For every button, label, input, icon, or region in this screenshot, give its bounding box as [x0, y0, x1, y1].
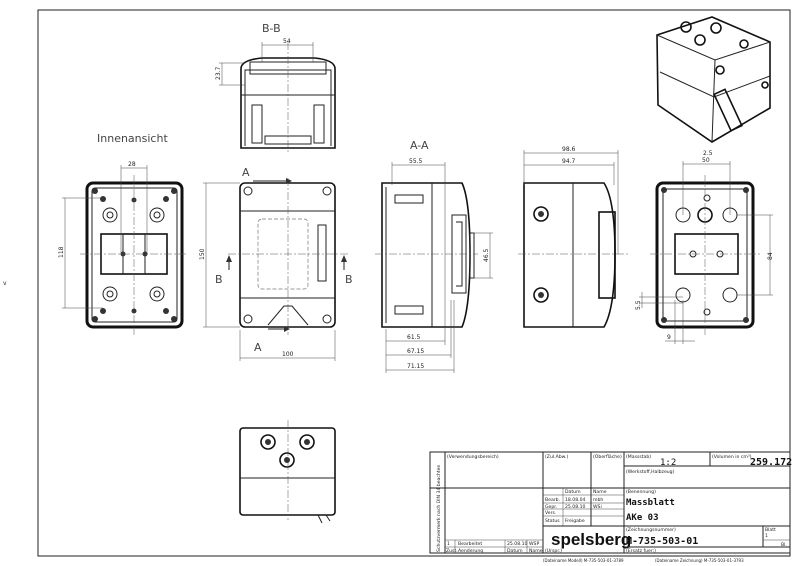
- dim-aa-depth-4: 71.15: [407, 363, 424, 370]
- dim-inner-spacing: 28: [128, 161, 136, 168]
- edge-marker: v: [3, 280, 7, 287]
- designation-line-1: Massblatt: [626, 498, 675, 508]
- rev-header-state: Zust.: [446, 548, 458, 554]
- dim-bb-height: 23.7: [215, 66, 222, 80]
- rev-date: 25.08.10: [507, 541, 528, 547]
- designation-line-2: AKe 03: [626, 513, 659, 523]
- dim-back-spacing: 50: [702, 157, 710, 164]
- rev-name: WSP: [529, 541, 539, 547]
- dim-aa-depth-3: 67.15: [407, 348, 424, 355]
- section-bb-label: B-B: [262, 22, 281, 35]
- tolerance-label: (Zul.Abw.): [545, 454, 568, 460]
- row-gepr-date: 25.08.10: [565, 504, 586, 510]
- origin-label: (Urspr.): [545, 548, 562, 554]
- designation-label: (Benennung): [626, 489, 656, 495]
- dim-side-total: 98.6: [562, 146, 576, 153]
- dim-inner-height: 118: [58, 246, 65, 258]
- rev-header-date: Datum: [507, 548, 523, 554]
- status-value: Freigabe: [565, 518, 585, 524]
- row-status-label: Status: [545, 518, 560, 524]
- usage-label: (Verwendungsbereich): [447, 454, 499, 460]
- dim-back-offset: 2.5: [703, 150, 713, 157]
- sheet-value: 1: [765, 533, 768, 539]
- drawing-filename: (Dateiname Zeichnung) M-735-503-01-3793: [655, 558, 744, 563]
- sheet-label: Blatt: [765, 527, 776, 533]
- dim-front-height: 150: [199, 248, 206, 260]
- cut-a-label-top: A: [242, 166, 250, 179]
- cut-a-label-bottom: A: [254, 341, 262, 354]
- inner-view-label: Innenansicht: [97, 132, 168, 145]
- dim-back-height: 84: [767, 252, 774, 260]
- volume-label: (Volumen in cm³): [712, 454, 752, 460]
- dim-aa-window: 46.5: [483, 248, 490, 262]
- row-vers-label: Vers.: [545, 510, 556, 516]
- rev-text: Bearbeitet: [458, 541, 482, 547]
- title-block: Schutzvermerk nach DIN 34 beachten (Verw…: [429, 451, 792, 563]
- drawing-number: M-735-503-01: [626, 536, 698, 547]
- date-header: Datum: [565, 489, 581, 495]
- inner-view: Innenansicht 28 118: [58, 132, 188, 335]
- drawing-number-label: (Zeichnungsnummer): [626, 527, 676, 533]
- replacement-label: (Ersatz fuer:): [626, 548, 656, 554]
- row-gepr-label: Gepr.: [545, 504, 557, 510]
- dim-aa-depth-2: 61.5: [407, 334, 421, 341]
- dim-back-edge: 9: [667, 334, 671, 341]
- rev-header-name: Name: [529, 548, 543, 554]
- row-gepr-name: WSi: [593, 504, 602, 510]
- brand-logo: spelsberg: [551, 530, 631, 549]
- bottom-view: [239, 420, 336, 524]
- side-view: 98.6 94.7: [518, 146, 630, 328]
- material-label: (Werkstoff,Halbzeug): [626, 469, 675, 475]
- rev-number: 1: [447, 541, 450, 547]
- model-filename: (Dateiname Modell) M-735-503-01-3789: [543, 558, 624, 563]
- back-view: 2.5 50 84 5.5 9: [635, 150, 774, 344]
- dim-bb-width: 54: [283, 38, 291, 45]
- front-view: A A B B 150 100: [199, 166, 353, 361]
- cut-b-label-right: B: [345, 273, 353, 286]
- drawing-frame: [37, 9, 791, 557]
- protection-note: Schutzvermerk nach DIN 34 beachten: [436, 465, 442, 552]
- volume-value: 259.172: [750, 457, 792, 468]
- row-bearb-name: mbh: [593, 497, 603, 503]
- dim-side-body: 94.7: [562, 158, 576, 165]
- scale-value: 1:2: [660, 458, 676, 468]
- isometric-view: [656, 16, 771, 143]
- row-bearb-date: 18.08.04: [565, 497, 586, 503]
- section-aa-label: A-A: [410, 139, 429, 152]
- section-aa-view: A-A 55.5 46.5 61.5 67.15 71.15: [375, 139, 493, 373]
- dim-back-hole: 5.5: [635, 300, 642, 310]
- scale-label: (Massstab): [626, 454, 651, 460]
- rev-header-change: Aenderung: [458, 548, 483, 554]
- dim-front-width: 100: [282, 351, 294, 358]
- surface-label: (Oberfläche): [593, 454, 622, 460]
- name-header: Name: [593, 489, 607, 495]
- section-bb-view: B-B 54 23.7: [215, 22, 336, 152]
- dim-aa-depth: 55.5: [409, 158, 423, 165]
- cut-b-label-left: B: [215, 273, 223, 286]
- sheet-count: Bl.: [781, 542, 787, 548]
- row-bearb-label: Bearb.: [545, 497, 560, 503]
